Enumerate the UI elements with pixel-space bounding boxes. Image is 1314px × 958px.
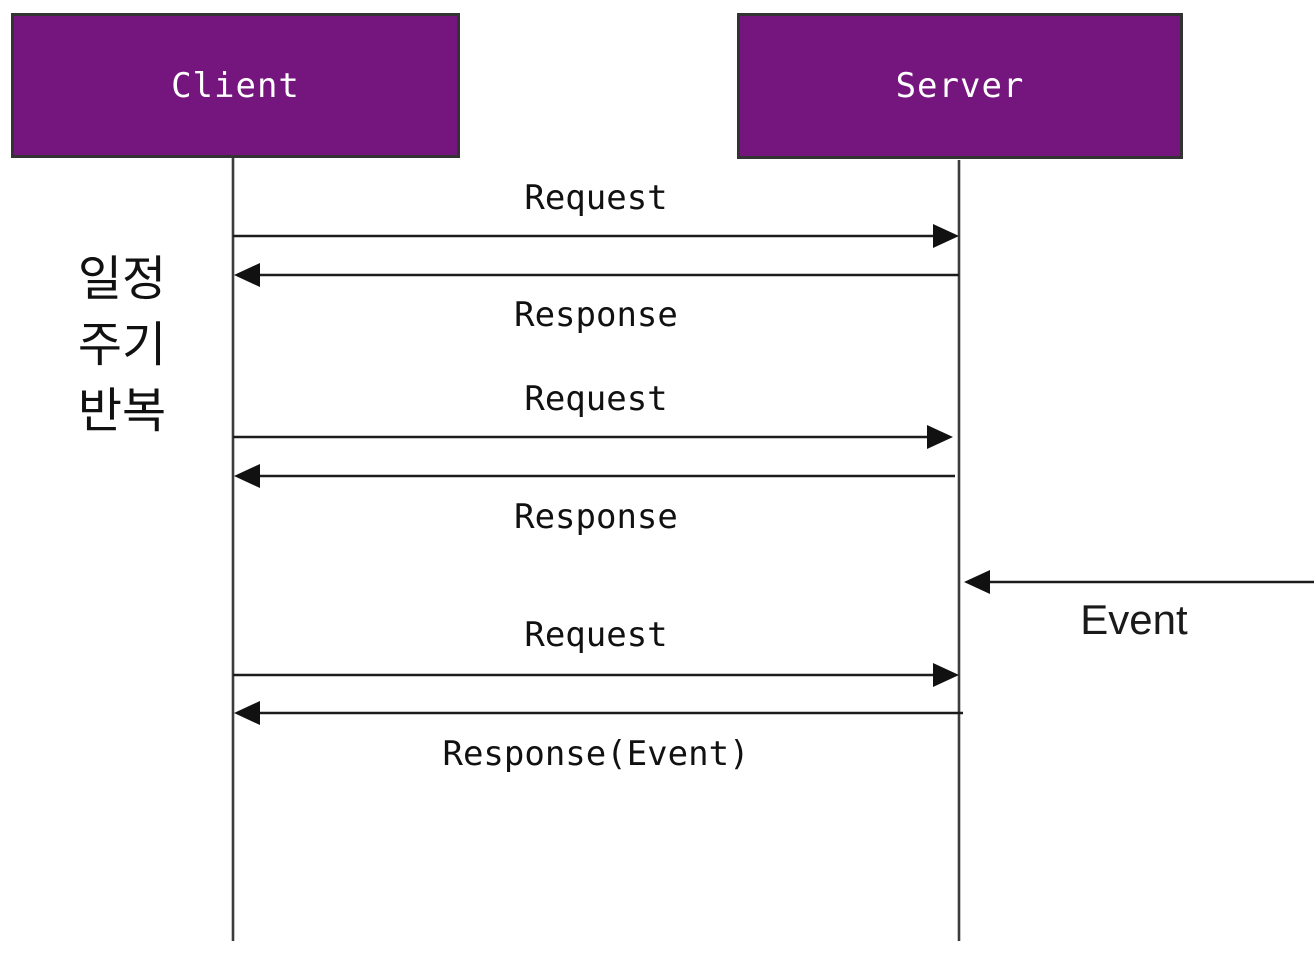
request-arrow-2 [233,425,953,449]
response-label-1: Response [514,295,678,335]
request-arrow-3-head [933,663,959,687]
request-arrow-1-head [933,224,959,248]
response-label-2: Response [514,497,678,537]
request-arrow-2-head [927,425,953,449]
repeat-interval-annotation: 일정 주기 반복 [37,247,207,445]
request-label-2: Request [524,379,668,419]
annotation-line-1: 일정 [77,253,167,306]
request-arrow-3 [233,663,959,687]
actor-label-client: Client [171,65,300,106]
response-arrow-1 [234,263,959,287]
response-arrow-2 [234,464,955,488]
response-event-label: Response(Event) [442,734,750,774]
request-label-3: Request [524,615,668,655]
annotation-line-2: 주기 [77,319,167,372]
annotation-line-3: 반복 [77,385,167,438]
response-arrow-1-head [234,263,260,287]
actor-box-client: Client [11,13,460,158]
response-arrow-2-head [234,464,260,488]
response-arrow-3-head [234,701,260,725]
event-arrow-head [964,570,990,594]
event-arrow [964,570,1314,594]
event-label: Event [1080,596,1188,643]
request-arrow-1 [233,224,959,248]
actor-label-server: Server [895,66,1025,106]
actor-box-server: Server [737,13,1183,159]
response-arrow-3 [234,701,963,725]
request-label-1: Request [524,178,668,218]
